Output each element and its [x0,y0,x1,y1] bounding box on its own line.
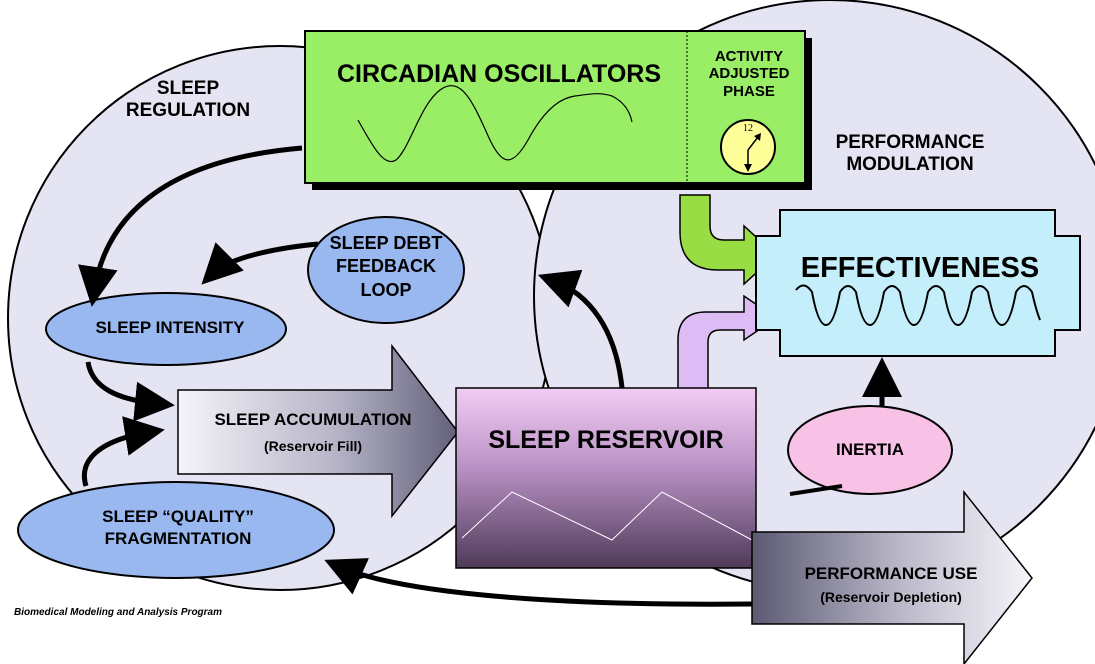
sleep-reservoir-label: SLEEP RESERVOIR [488,426,724,454]
reservoir-fill-label: (Reservoir Fill) [263,438,363,454]
inertia-label: INERTIA [836,440,904,459]
circadian-to-intensity-arrow [78,145,303,307]
effectiveness-wave [795,284,1041,327]
use-to-quality-arrow [324,558,753,607]
sleep-quality-label: SLEEP “QUALITY” FRAGMENTATION [102,507,254,549]
effectiveness-box [755,209,1081,357]
clock-hand-minute [747,136,759,151]
sleep-reservoir-box [455,387,757,569]
feedback-to-intensity-arrow [201,241,319,285]
sleep-accumulation-label: SLEEP ACCUMULATION [214,410,412,429]
activity-adjusted-phase-label: ACTIVITY ADJUSTED PHASE [708,48,790,100]
quality-to-accumulation-arrow [82,416,165,487]
sleep-intensity-ellipse [45,292,287,366]
sleep-quality-ellipse [17,481,335,579]
circadian-wave [357,85,633,163]
reservoir-to-feedback-arrow [537,269,625,389]
sleep-accumulation-arrow [177,343,459,519]
effectiveness-label: EFFECTIVENESS [800,252,1040,284]
sleep-debt-feedback-loop-label: SLEEP DEBT FEEDBACK LOOP [329,233,443,300]
sleep-intensity-label: SLEEP INTENSITY [95,318,245,337]
performance-modulation-label: PERFORMANCE MODULATION [835,132,985,175]
inertia-ellipse [787,405,953,495]
use-to-inertia-link [789,484,843,496]
intensity-to-accumulation-arrow [85,361,175,422]
clock-number: 12 [743,123,753,134]
reservoir-sawtooth [461,491,753,541]
footer-credit: Biomedical Modeling and Analysis Program [14,607,223,618]
circadian-oscillators-box [304,30,806,184]
performance-use-label: PERFORMANCE USE [804,564,978,583]
circadian-oscillators-title: CIRCADIAN OSCILLATORS [336,60,662,88]
sleep-debt-feedback-loop-ellipse [307,216,465,324]
sleep-regulation-label: SLEEP REGULATION [125,78,251,121]
performance-use-arrow [751,489,1033,664]
clock-icon [720,119,776,175]
reservoir-depletion-label: (Reservoir Depletion) [820,589,962,605]
